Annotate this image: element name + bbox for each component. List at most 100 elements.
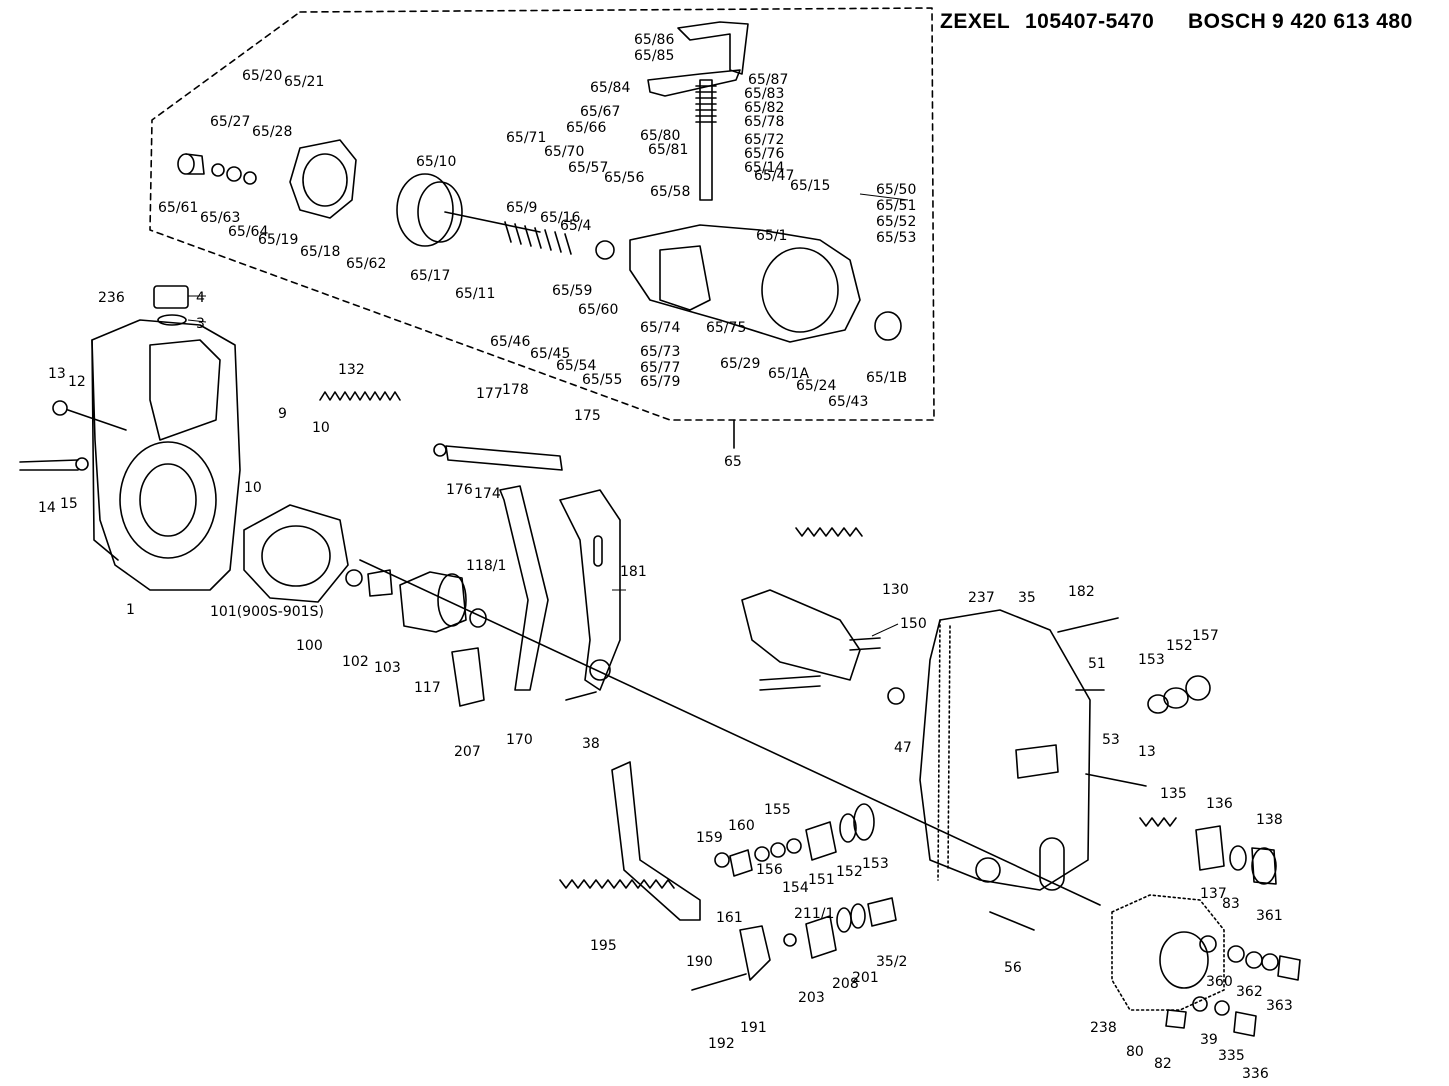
part-label: 65/77 xyxy=(640,360,680,376)
part-label: 65/87 xyxy=(748,72,788,88)
part-label: 211/1 xyxy=(794,906,834,922)
part-363 xyxy=(1277,955,1301,981)
part-label: 101(900S-901S) xyxy=(210,604,324,620)
part-label: 56 xyxy=(1004,960,1022,976)
shaft-150-b xyxy=(849,637,881,651)
part-361 xyxy=(1261,953,1279,971)
part-label: 65/51 xyxy=(876,198,916,214)
part-label: 65/46 xyxy=(490,334,530,350)
part-label: 65/50 xyxy=(876,182,916,198)
part-label: 51 xyxy=(1088,656,1106,672)
washer-155 xyxy=(770,842,786,858)
cover-65-1 xyxy=(629,224,861,343)
part-label: 65/28 xyxy=(252,124,292,140)
part-label: 65/55 xyxy=(582,372,622,388)
part-label: 65/79 xyxy=(640,374,680,390)
washer-156 xyxy=(754,846,770,862)
part-label: 65/1B xyxy=(866,370,907,386)
part-label: 13 xyxy=(48,366,66,382)
bolt-38 xyxy=(565,691,597,701)
part-label: 65/81 xyxy=(648,142,688,158)
part-label: 65/82 xyxy=(744,100,784,116)
assembly-65-boundary xyxy=(149,7,935,421)
part-label: 100 xyxy=(296,638,323,654)
part-label: 207 xyxy=(454,744,481,760)
part-label: 65/83 xyxy=(744,86,784,102)
part-label: 65/21 xyxy=(284,74,324,90)
sleeve-203 xyxy=(805,915,837,959)
part-label: 39 xyxy=(1200,1032,1218,1048)
part-label: 65/15 xyxy=(790,178,830,194)
drawing-lines xyxy=(19,7,1301,1037)
pump-housing-1-top xyxy=(149,339,221,441)
part-label: 177 xyxy=(476,386,503,402)
part-label: 363 xyxy=(1266,998,1293,1014)
part-label: 65/71 xyxy=(506,130,546,146)
ring-152-lower xyxy=(839,813,857,843)
part-label: 117 xyxy=(414,680,441,696)
part-label: 65/60 xyxy=(578,302,618,318)
part-label: 9 xyxy=(278,406,287,422)
part-label: 65/53 xyxy=(876,230,916,246)
part-label: 65/52 xyxy=(876,214,916,230)
plug-4 xyxy=(153,285,189,309)
washer-65-64 xyxy=(226,166,242,182)
part-label: 65/43 xyxy=(828,394,868,410)
spring-rod xyxy=(699,79,713,201)
lever-174 xyxy=(445,445,563,471)
part-label: 190 xyxy=(686,954,713,970)
part-label: 238 xyxy=(1090,1020,1117,1036)
cap-138 xyxy=(1251,847,1277,885)
part-154 xyxy=(786,838,802,854)
lever-191 xyxy=(739,925,771,981)
screw-135 xyxy=(1139,817,1177,827)
part-label: 13 xyxy=(1138,744,1156,760)
part-label: 195 xyxy=(590,938,617,954)
lever-181 xyxy=(559,489,621,691)
cover-65-1-boss xyxy=(659,245,711,311)
part-label: 65/10 xyxy=(416,154,456,170)
part-label: 192 xyxy=(708,1036,735,1052)
part-label: 65/74 xyxy=(640,320,680,336)
part-label: 361 xyxy=(1256,908,1283,924)
part-211-1 xyxy=(783,933,797,947)
part-label: 65/57 xyxy=(568,160,608,176)
gasket-236 xyxy=(91,339,119,561)
part-label: 201 xyxy=(852,970,879,986)
part-label: 65/78 xyxy=(744,114,784,130)
part-label: 65/4 xyxy=(560,218,592,234)
pump-housing-1-bore xyxy=(119,441,217,559)
cover-35-boss xyxy=(975,857,1001,883)
part-label: 153 xyxy=(1138,652,1165,668)
governor-bracket xyxy=(677,21,749,75)
part-label: 4 xyxy=(196,290,205,306)
part-82 xyxy=(1165,1009,1187,1029)
lever-150-plate xyxy=(741,589,861,681)
part-label: 65/11 xyxy=(455,286,495,302)
part-label: 65/20 xyxy=(242,68,282,84)
cap-157 xyxy=(1185,675,1211,701)
part-335 xyxy=(1214,1000,1230,1016)
bolt-14 xyxy=(19,459,79,471)
part-label: 135 xyxy=(1160,786,1187,802)
shaft-65-11 xyxy=(444,211,541,233)
ring-153-upper xyxy=(1147,694,1169,714)
spring-132 xyxy=(319,391,401,401)
part-label: 65/86 xyxy=(634,32,674,48)
part-label: 53 xyxy=(1102,732,1120,748)
part-65-61-body xyxy=(185,153,205,175)
sleeve-151 xyxy=(805,821,837,861)
spring-65-83 xyxy=(695,85,717,123)
lever-181-slot xyxy=(593,535,603,567)
pump-housing-1-inner xyxy=(139,463,197,537)
end-plate-238 xyxy=(1111,894,1225,1011)
part-label: 130 xyxy=(882,582,909,598)
lever-181-pivot xyxy=(589,659,611,681)
part-label: 65/67 xyxy=(580,104,620,120)
part-label: 65/18 xyxy=(300,244,340,260)
part-label: 14 xyxy=(38,500,56,516)
part-label: 65/75 xyxy=(706,320,746,336)
bosch-part-number: 9 420 613 480 xyxy=(1272,10,1413,33)
